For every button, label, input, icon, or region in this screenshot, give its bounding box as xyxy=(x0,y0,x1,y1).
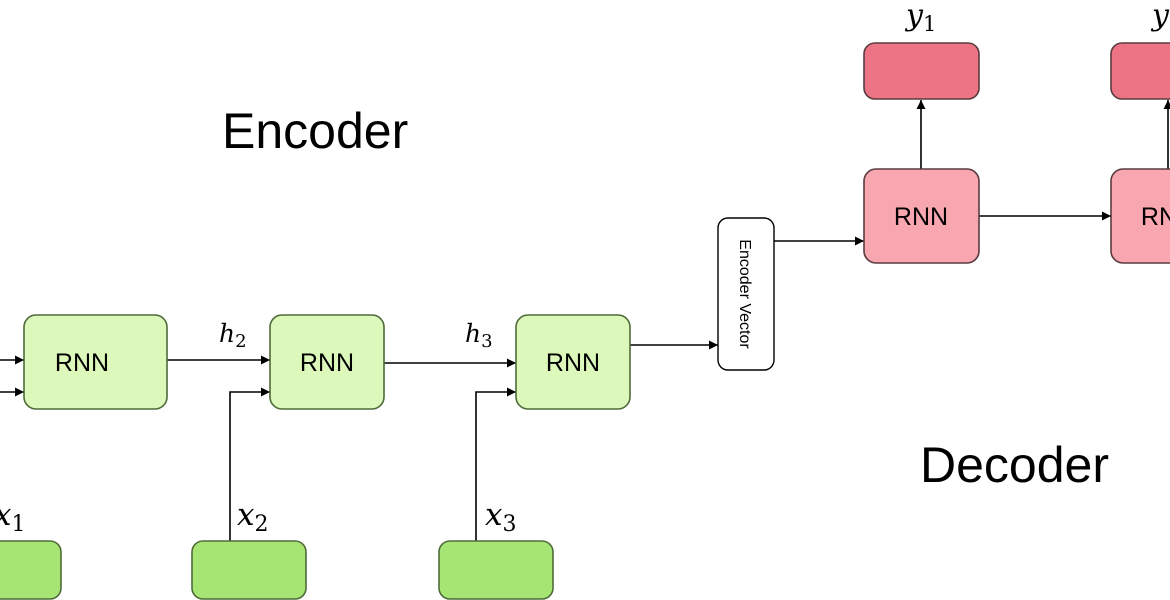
encoder-vector: Encoder Vector xyxy=(717,217,775,371)
input-box-x2 xyxy=(191,540,307,600)
output-box-y2 xyxy=(1110,42,1170,100)
input-label-x3: x3 xyxy=(485,497,516,537)
input-label-x1: x1 xyxy=(0,497,25,537)
decoder-rnn-cell-2-label: RNN xyxy=(1141,203,1170,231)
input-box-x3 xyxy=(438,540,554,600)
encoder-rnn-cell-2-label: RNN xyxy=(300,349,354,377)
input-box-x1 xyxy=(0,540,62,600)
encoder-rnn-cell-2: RNN xyxy=(269,314,385,410)
decoder-title: Decoder xyxy=(920,437,1109,493)
output-box-y1 xyxy=(863,42,980,100)
encoder-rnn-cell-1: RNN xyxy=(23,314,168,410)
decoder-rnn-cell-1-label: RNN xyxy=(894,203,948,231)
encoder-rnn-cell-3-label: RNN xyxy=(546,349,600,377)
hidden-label-h2: h2 xyxy=(219,319,247,352)
decoder-rnn-cell-1: RNN xyxy=(863,168,980,264)
input-label-x2: x2 xyxy=(237,497,268,537)
encoder-rnn-cell-3: RNN xyxy=(515,314,631,410)
hidden-label-h3: h3 xyxy=(465,319,493,352)
output-label-y1: y1 xyxy=(904,0,936,36)
encoder-title: Encoder xyxy=(222,103,408,159)
decoder-rnn-cell-2: RNN xyxy=(1110,168,1170,264)
arrow-x2 xyxy=(229,387,270,541)
encoder-rnn-cell-1-label: RNN xyxy=(55,349,109,377)
output-label-y2: y xyxy=(1150,0,1170,33)
encoder-vector-label: Encoder Vector xyxy=(736,239,753,349)
arrow-x3 xyxy=(475,387,516,541)
